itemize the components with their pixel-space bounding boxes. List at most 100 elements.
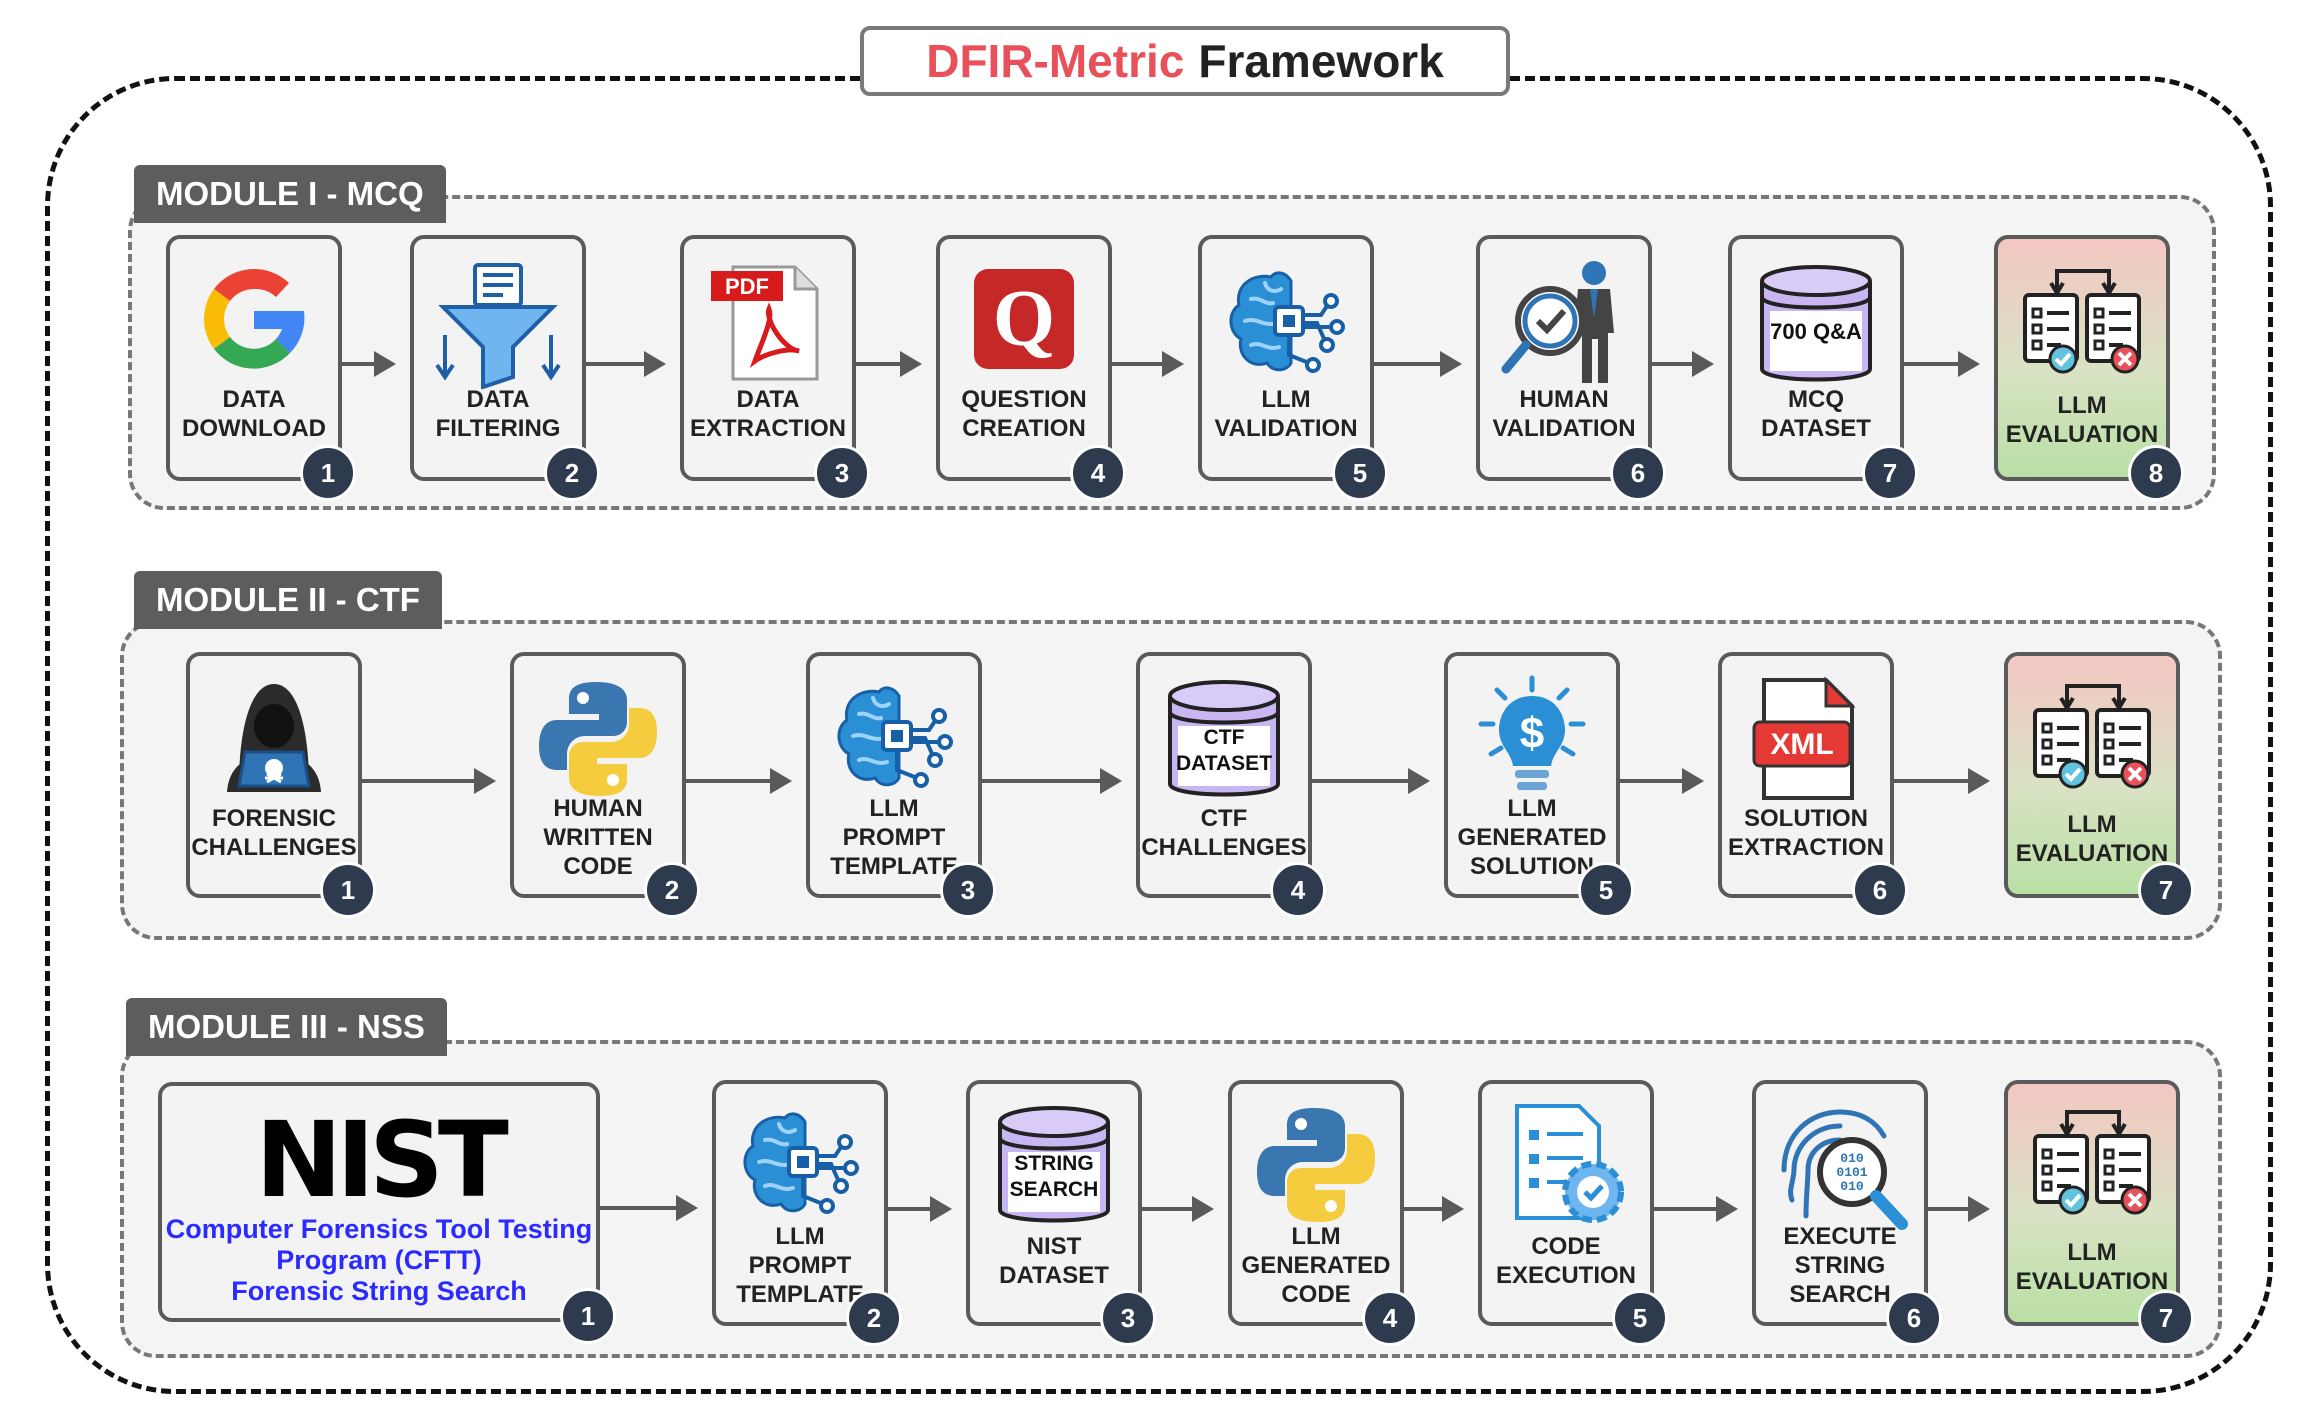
step-label-line: FILTERING [435, 415, 561, 442]
step-label-line: SEARCH [1789, 1281, 1891, 1308]
icon-shape [1583, 1184, 1604, 1202]
step-label-line: TEMPLATE [830, 853, 958, 880]
module-tab: MODULE III - NSS [126, 998, 447, 1056]
ai-brain-icon [810, 674, 978, 804]
flow-arrow [1654, 1196, 1738, 1222]
icon-shape [1817, 1137, 1887, 1207]
ai-brain-icon [716, 1100, 884, 1230]
icon-shape [1522, 293, 1578, 349]
icon-shape [483, 273, 513, 297]
icon-shape [851, 696, 891, 765]
quora-icon: Q [940, 259, 1108, 379]
icon-shape [1501, 340, 1531, 374]
icon-shape [1752, 720, 1852, 768]
icon-text: 010 [1840, 1179, 1864, 1194]
icon-shape [1229, 271, 1345, 373]
flow-arrow [1904, 351, 1980, 377]
icon-shape [1760, 295, 1872, 310]
icon-shape [797, 1156, 809, 1168]
icon-shape [757, 1122, 797, 1191]
flow-arrow [1894, 768, 1990, 794]
step-label-line: LLM [1291, 1223, 1341, 1250]
step-label-line: HUMAN [553, 795, 643, 822]
icon-shape [937, 734, 953, 750]
icon-shape [204, 268, 305, 369]
icon-shape [819, 1198, 835, 1214]
step-label-line: HUMAN [1519, 386, 1609, 413]
icon-text: 010 [1840, 1151, 1864, 1166]
icon-shape: 700 Q&A [1760, 265, 1872, 382]
icon-shape [2047, 311, 2131, 347]
icon-shape [1295, 1118, 1307, 1130]
icon-shape: Q [974, 269, 1074, 369]
step-number-badge: 6 [1886, 1290, 1942, 1346]
step-label-line: STRING [1794, 1252, 1886, 1279]
step-label-line: LLM [2067, 811, 2117, 838]
step-label-line: NIST [1026, 1233, 1082, 1260]
python-icon [1232, 1100, 1400, 1230]
step-number-badge: 5 [1332, 445, 1388, 501]
step-number-badge: 3 [1100, 1290, 1156, 1346]
icon-shape [1577, 1176, 1609, 1208]
xml-file-icon: XML [1722, 674, 1890, 804]
database-label: 700 Q&A [1770, 319, 1862, 344]
icon-shape [577, 692, 589, 704]
icon-shape [974, 269, 1074, 369]
icon-shape [2059, 696, 2127, 712]
step-label-line: CTF [1200, 805, 1248, 832]
python-icon [514, 674, 682, 804]
nist-description-line: Program (CFTT) [276, 1245, 482, 1275]
funnel-icon [414, 259, 582, 389]
hacker-icon [190, 674, 358, 794]
flow-arrow [362, 768, 496, 794]
flow-arrow [586, 351, 666, 377]
step-label-line: TEMPLATE [736, 1281, 864, 1308]
icon-shape [1574, 289, 1614, 383]
icon-shape [1325, 1200, 1337, 1212]
step-number-badge: 8 [2128, 445, 2184, 501]
icon-shape [2055, 269, 2111, 289]
step-number-badge: 6 [1852, 862, 1908, 918]
icon-text: 0101 [1836, 1165, 1867, 1180]
flow-arrow [1374, 351, 1462, 377]
icon-shape [749, 302, 800, 369]
step-number-badge: 5 [1578, 862, 1634, 918]
icon-text: Q [993, 275, 1055, 363]
icon-shape [2127, 766, 2143, 782]
icon-shape [2031, 307, 2105, 351]
step-number-badge: 2 [544, 445, 600, 501]
document-gear-icon [1482, 1100, 1650, 1230]
icon-shape [438, 305, 558, 389]
icon-shape [1305, 357, 1321, 373]
step-label-line: EVALUATION [2015, 840, 2169, 867]
icon-shape [1168, 710, 1280, 725]
icon-text: PDF [725, 274, 769, 299]
step-number-badge: 7 [1862, 445, 1918, 501]
step-number-badge: 3 [940, 862, 996, 918]
step-number-badge: 6 [1610, 445, 1666, 501]
step-label-line: VALIDATION [1214, 415, 1358, 442]
step-number-badge: 1 [300, 445, 356, 501]
icon-shape [539, 682, 627, 770]
icon-shape [1499, 696, 1565, 766]
step-label-line: EXECUTE [1783, 1223, 1897, 1250]
step-label-line: LLM [1507, 795, 1557, 822]
step-label-line: EVALUATION [2015, 1268, 2169, 1295]
icon-shape [1257, 1108, 1345, 1196]
